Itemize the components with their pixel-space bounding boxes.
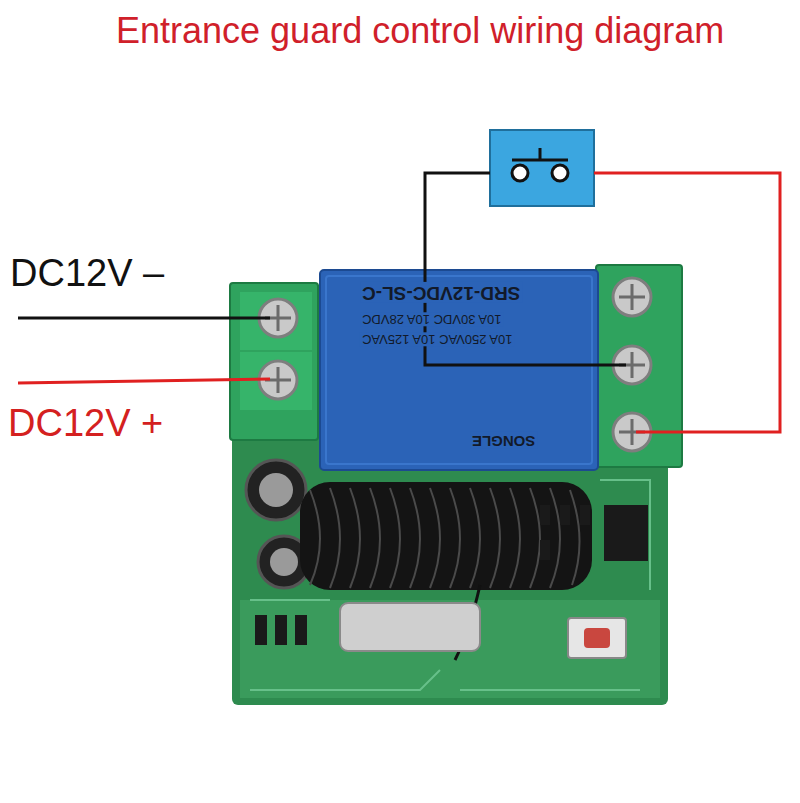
crystal-can (340, 603, 480, 651)
relay-edge (326, 276, 592, 464)
learn-button (568, 618, 626, 658)
relay-text: 10A 250VAC 10A 125VAC (360, 332, 515, 346)
pcb-area (240, 600, 660, 698)
terminal-screw (259, 299, 297, 399)
relay-text: 10A 30VDC 10A 28VDC (360, 312, 503, 326)
negative-wire (18, 317, 270, 320)
terminal-block (230, 283, 318, 440)
switch-symbol (512, 148, 568, 181)
power-label: DC12V + (8, 402, 163, 446)
terminal-cell (240, 352, 312, 410)
positive-wire (18, 379, 270, 383)
relay-text: SRD-12VDC-SL-C (360, 282, 522, 303)
relay-marking: SRD-12VDC-SL-C 10A 30VDC 10A 28VDC 10A 250… (320, 270, 598, 470)
learn-button-cap (584, 628, 610, 648)
relay-text: SONGLE (470, 432, 537, 449)
relay-body (320, 270, 598, 470)
antenna-coil (300, 482, 592, 660)
switch-wire-red (594, 173, 780, 432)
ic-chip (604, 505, 648, 561)
diagram-title: Entrance guard control wiring diagram (116, 10, 724, 51)
power-label: DC12V – (10, 252, 164, 296)
push-switch (490, 130, 594, 206)
pcb-traces (250, 480, 650, 690)
terminal-cell (240, 292, 312, 350)
